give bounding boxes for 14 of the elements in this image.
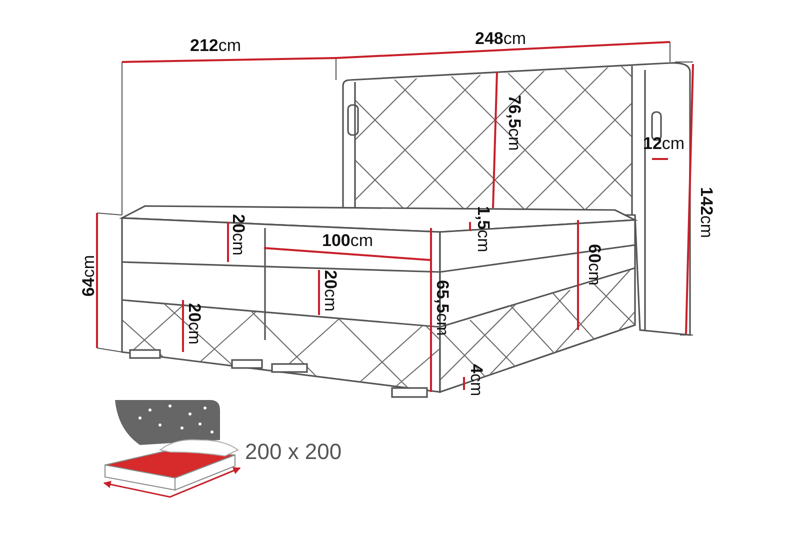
dimension-label: 20cm: [230, 214, 247, 256]
dimension-label: 142cm: [698, 187, 715, 238]
dimension-label: 20cm: [186, 303, 203, 345]
dimension-label: 1,5cm: [475, 206, 492, 252]
dimension-label: 100cm: [322, 232, 374, 249]
dimension-label: 60cm: [586, 244, 603, 286]
dimension-label: 20cm: [322, 270, 339, 312]
dimension-label: 212cm: [190, 37, 242, 54]
size-label: 200 x 200: [245, 441, 342, 463]
dimension-label: 4cm: [468, 364, 485, 396]
dimension-label: 65,5cm: [434, 280, 451, 336]
dimension-label: 248cm: [475, 30, 526, 47]
dimension-label: 76,5cm: [506, 95, 523, 151]
dimension-label: 64cm: [80, 255, 97, 297]
